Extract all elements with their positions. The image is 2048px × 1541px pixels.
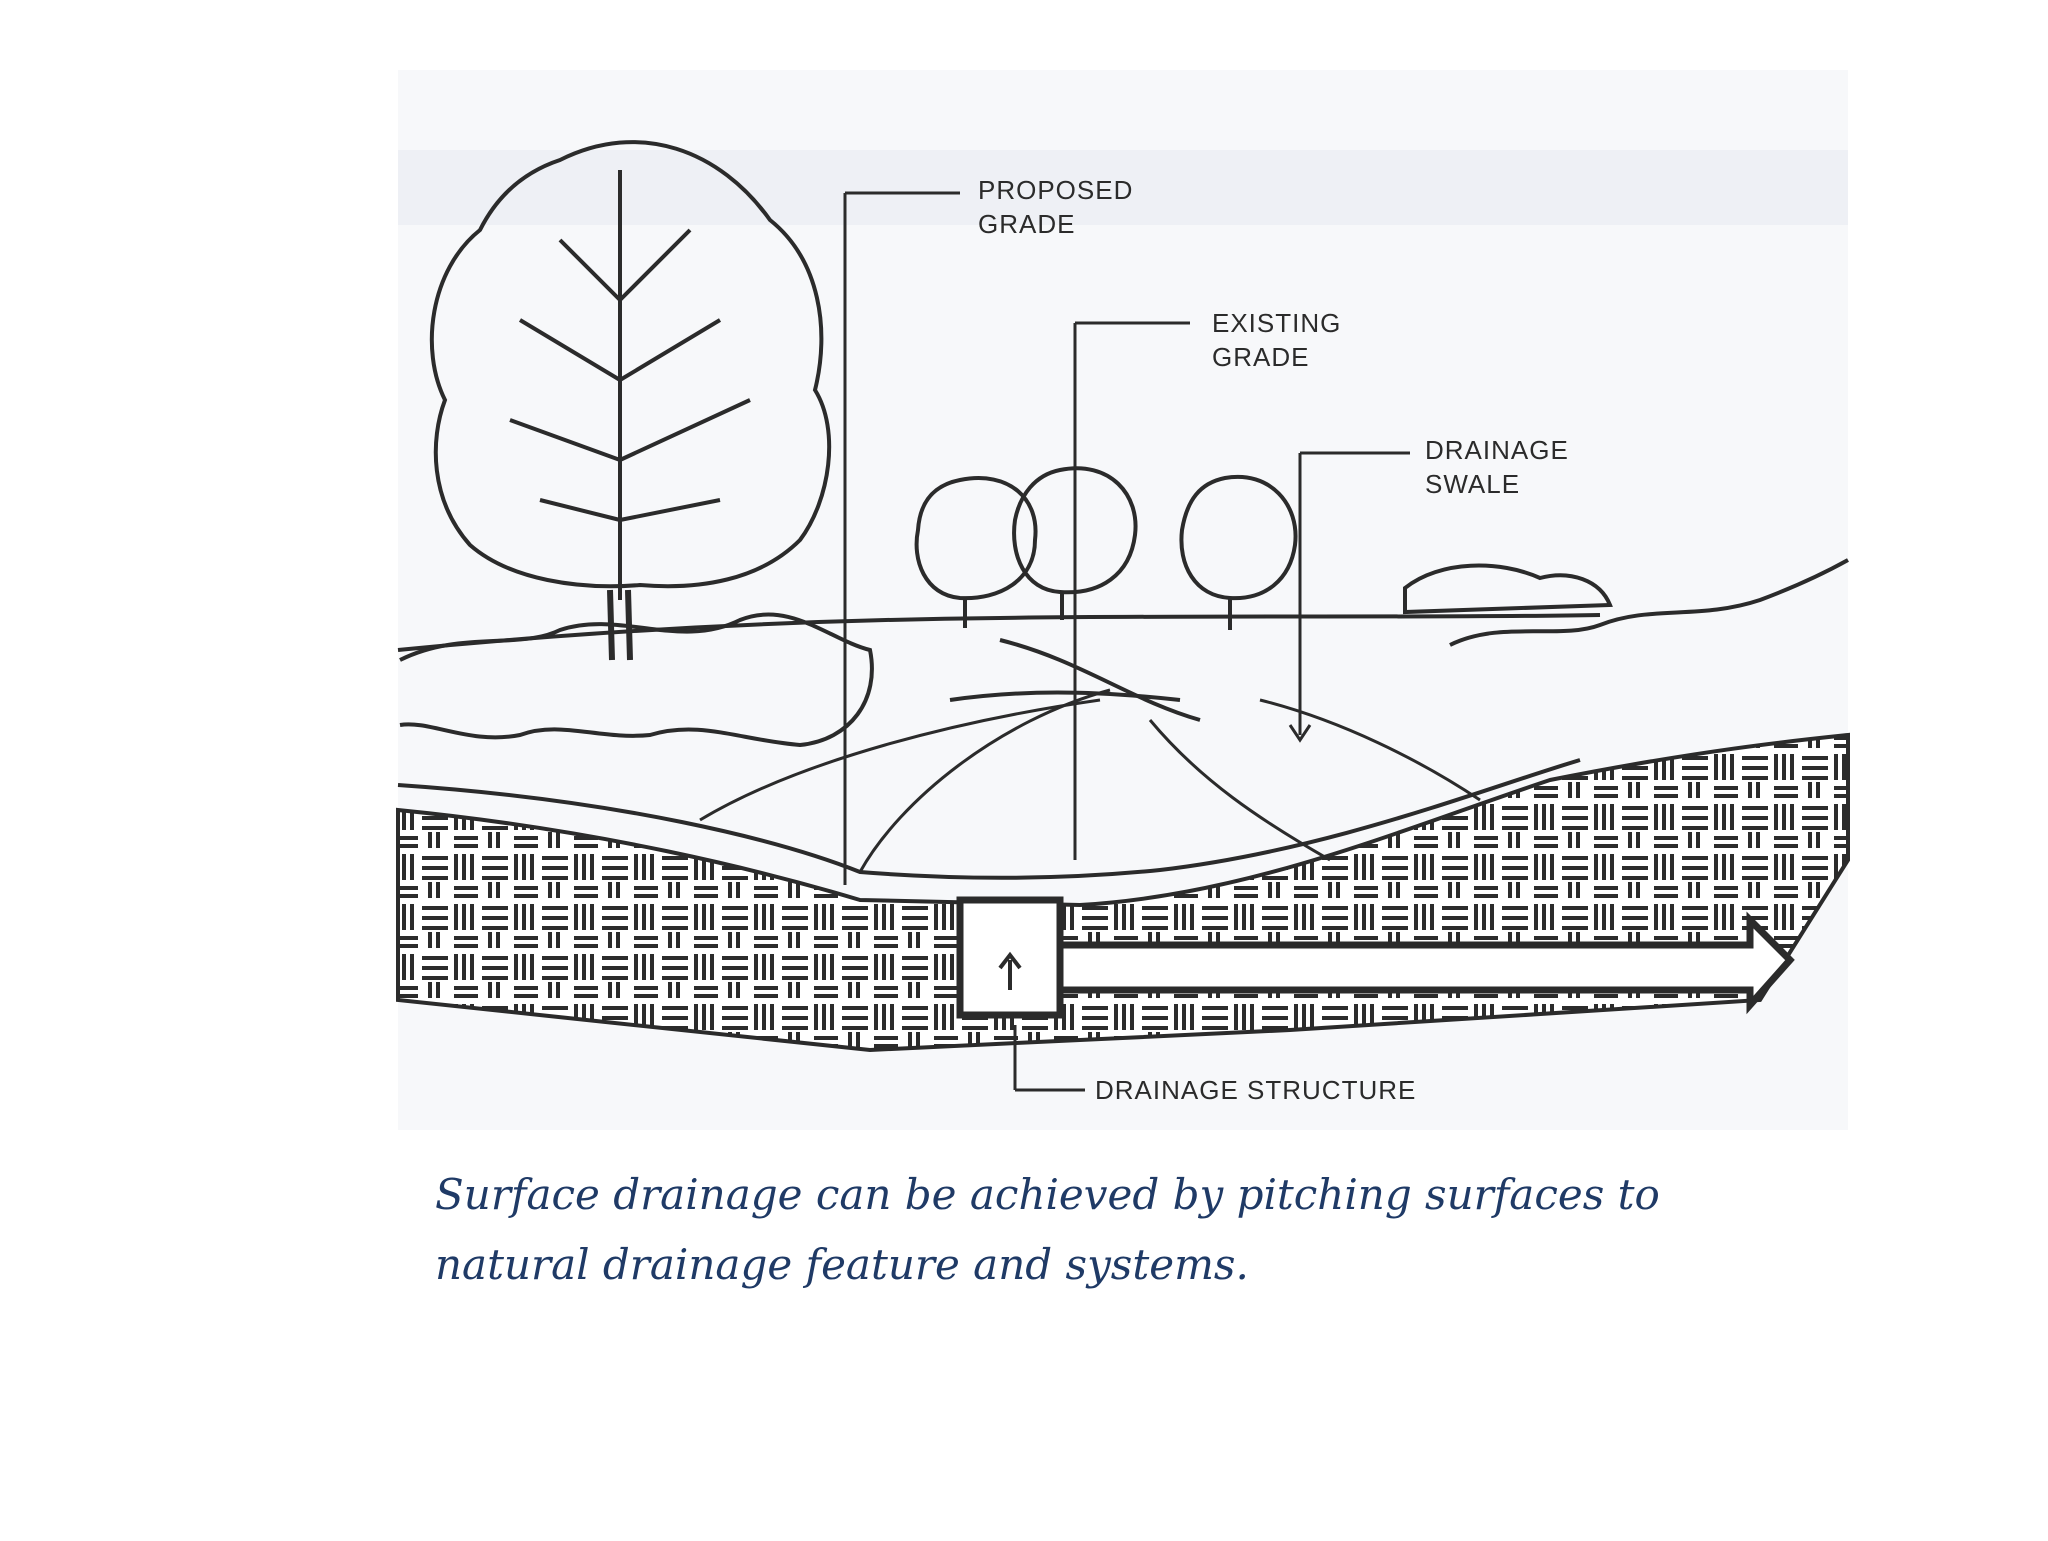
large-tree-icon <box>429 140 832 661</box>
small-trees-icon <box>914 466 1613 630</box>
label-existing-grade: EXISTING GRADE <box>1212 308 1342 372</box>
ground-lines <box>397 613 1601 880</box>
label-proposed-grade: PROPOSED GRADE <box>978 175 1134 239</box>
drainage-pipe <box>956 896 1795 1019</box>
shrub-line <box>399 558 1849 748</box>
label-drainage-swale: DRAINAGE SWALE <box>1425 435 1569 499</box>
label-drainage-structure: DRAINAGE STRUCTURE <box>1095 1075 1417 1105</box>
scan-band <box>398 150 1848 225</box>
figure-caption: Surface drainage can be achieved by pitc… <box>435 1170 1660 1289</box>
callout-leaders <box>843 191 1410 1092</box>
